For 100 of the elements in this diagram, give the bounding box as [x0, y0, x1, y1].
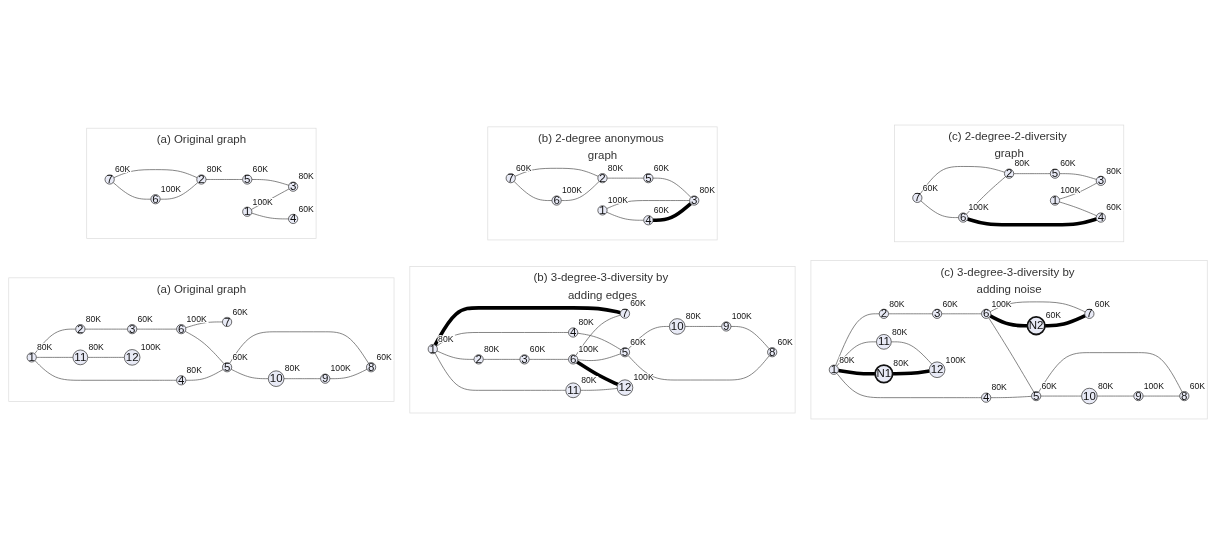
connector [966, 176, 1006, 215]
value-label: 60K [1189, 380, 1205, 391]
node-circle: N2 [1026, 316, 1046, 336]
node-circle: 1 [26, 352, 37, 363]
connector [84, 328, 128, 330]
node-circle: 3 [519, 354, 530, 365]
value-label: 60K [115, 164, 131, 175]
node-circle: 1 [1049, 195, 1060, 206]
connector [35, 357, 74, 358]
connector [136, 328, 177, 330]
value-label: 100K [252, 196, 273, 207]
node-circle: 5 [242, 174, 253, 185]
connector [184, 331, 225, 365]
connector [606, 211, 645, 221]
value-label: 80K [88, 342, 104, 353]
value-label: 60K [630, 298, 646, 309]
connector [34, 328, 77, 355]
value-label: 60K [922, 182, 938, 193]
value-label: 80K [607, 163, 624, 173]
node-circle: 8 [1179, 391, 1190, 402]
connector [185, 369, 224, 381]
node-circle: 10 [1081, 387, 1098, 405]
value-label: 80K [186, 365, 202, 376]
value-label: 100K [633, 372, 654, 383]
node-circle: 6 [981, 308, 992, 319]
value-label: 100K [160, 184, 181, 194]
node-circle: 3 [288, 181, 299, 192]
value-label: 60K [376, 352, 392, 363]
connector [283, 378, 321, 380]
connector [230, 368, 269, 380]
value-label: 80K [839, 354, 855, 365]
connector [919, 166, 1006, 195]
connector [653, 202, 692, 223]
connector [436, 350, 475, 360]
connector [433, 306, 621, 346]
value-label: 60K [653, 163, 670, 173]
value-label: 100K [140, 342, 161, 353]
connector [730, 326, 770, 350]
value-label: 100K [561, 185, 583, 196]
node-circle: 4 [643, 215, 654, 226]
connector [1013, 173, 1051, 174]
connector [1142, 395, 1181, 397]
connector [989, 301, 1086, 313]
value-label: 80K [991, 382, 1007, 393]
node-circle: 7 [620, 308, 630, 319]
node-circle: 9 [320, 373, 331, 384]
node-circle: 5 [222, 362, 233, 373]
connector [576, 360, 619, 387]
node-circle: 6 [176, 324, 187, 335]
node-circle: 12 [928, 361, 946, 378]
value-label: 60K [298, 203, 314, 214]
connector [34, 360, 177, 381]
node-circle: 4 [176, 375, 187, 386]
value-label: 100K [578, 344, 599, 355]
connector [513, 181, 553, 201]
value-label: 60K [1045, 310, 1061, 321]
value-label: 80K [699, 185, 715, 196]
connector [528, 359, 569, 360]
connector [627, 355, 770, 381]
connector [920, 200, 959, 218]
value-label: 60K [653, 205, 670, 216]
node-circle: 4 [1095, 212, 1106, 223]
value-label: 80K [581, 375, 597, 386]
node-circle: 4 [288, 213, 299, 224]
connector [990, 395, 1032, 399]
value-label: 100K [607, 195, 628, 206]
connector [1059, 173, 1097, 180]
connector [577, 353, 621, 361]
node-circle: 6 [958, 212, 969, 223]
node-circle: 2 [597, 173, 608, 184]
connector [684, 326, 723, 327]
value-label: 60K [232, 352, 248, 363]
node-circle: 3 [689, 195, 700, 206]
value-label: 60K [1060, 158, 1076, 169]
connector [1040, 395, 1082, 397]
value-label: 80K [284, 363, 301, 374]
value-label: 80K [892, 326, 908, 337]
value-label: 60K [516, 163, 532, 173]
value-label: 100K [991, 298, 1012, 309]
connector [1096, 395, 1135, 397]
connector [560, 181, 600, 201]
connector [329, 368, 368, 380]
connector [251, 212, 289, 220]
value-label: 100K [186, 313, 207, 324]
node-circle: 9 [721, 321, 732, 332]
value-label: 100K [330, 363, 351, 374]
connector [988, 317, 1035, 393]
value-label: 80K [484, 344, 500, 355]
node-circle: 1 [828, 364, 839, 375]
connector [835, 313, 880, 366]
value-label: 100K [731, 311, 752, 322]
node-circle: 3 [127, 324, 138, 335]
node-circle: 11 [72, 349, 89, 366]
connector [577, 332, 622, 351]
connector [989, 314, 1028, 328]
connector [87, 357, 125, 358]
connector [580, 388, 618, 391]
connector [888, 313, 933, 315]
node-circle: 7 [912, 192, 923, 203]
connector [606, 200, 690, 209]
